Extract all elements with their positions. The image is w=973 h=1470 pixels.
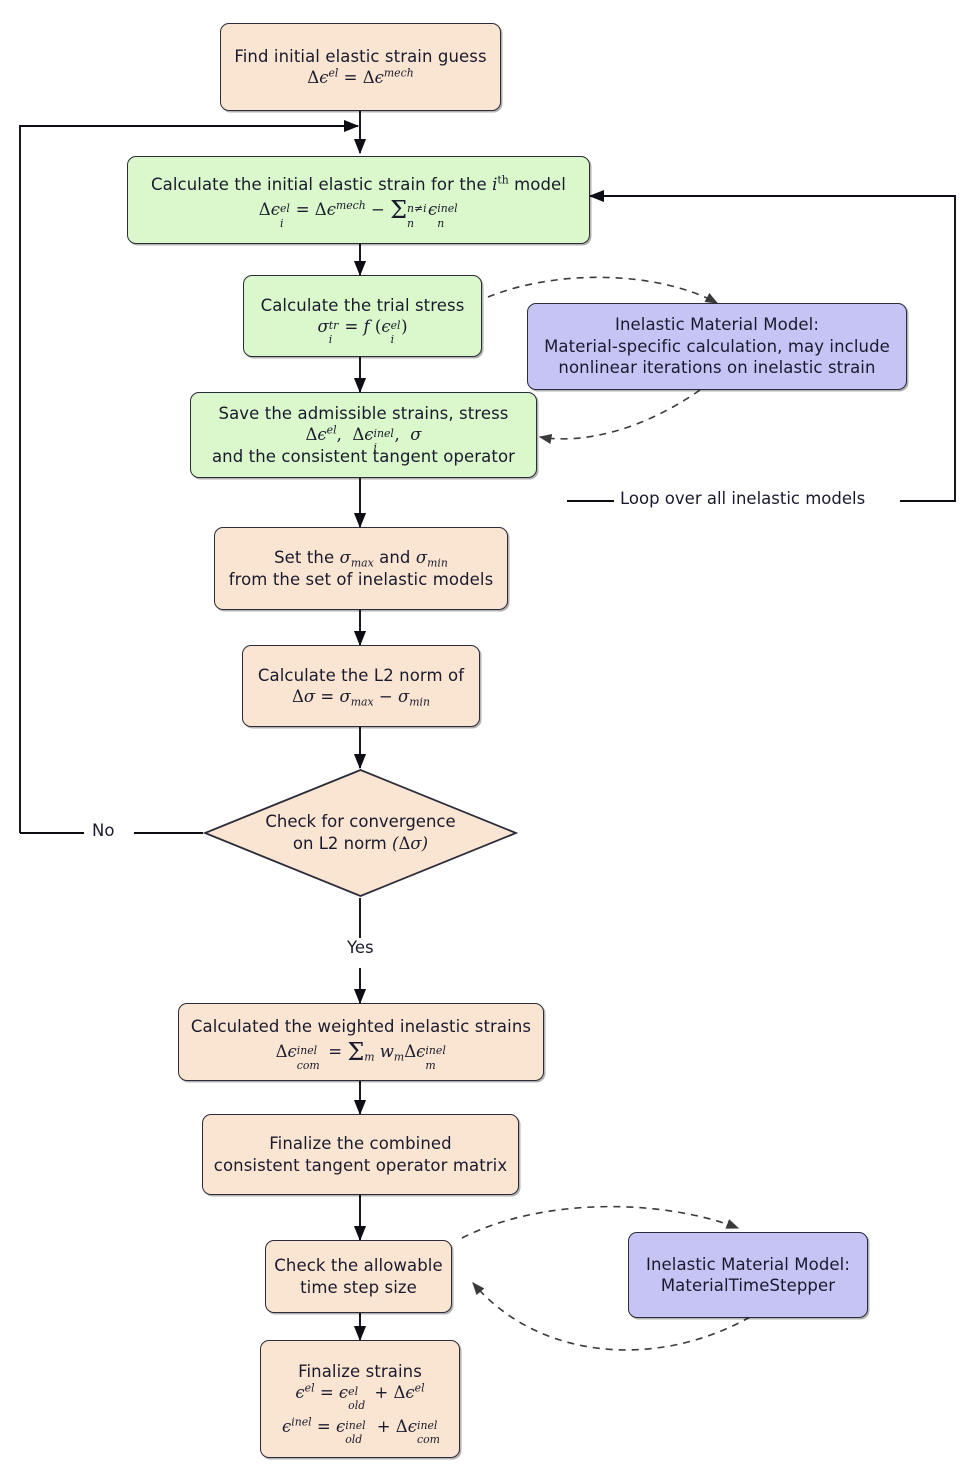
- convergence-check-line1: Check for convergence: [265, 812, 456, 832]
- node-l2-norm[interactable]: Calculate the L2 norm of Δσ = σmax − σmi…: [242, 645, 480, 727]
- weighted-strains-title: Calculated the weighted inelastic strain…: [190, 1016, 532, 1036]
- node-finalize-tangent[interactable]: Finalize the combined consistent tangent…: [202, 1114, 519, 1195]
- node-initial-guess-equation: Δϵel = Δϵmech: [307, 66, 414, 87]
- time-step-line1: Check the allowable: [274, 1256, 443, 1276]
- set-sigma-line1: Set the σmax and σmin: [274, 548, 448, 570]
- inelastic-model-line1: Inelastic Material Model:: [614, 315, 819, 335]
- node-initial-elastic-strain-title: Calculate the initial elastic strain for…: [151, 173, 566, 194]
- diamond-shape: [203, 769, 518, 897]
- set-sigma-line2: from the set of inelastic models: [228, 569, 494, 589]
- finalize-tangent-line1: Finalize the combined: [269, 1134, 452, 1154]
- node-initial-guess-title: Find initial elastic strain guess: [234, 46, 487, 66]
- node-inelastic-material-model[interactable]: Inelastic Material Model: Material-speci…: [527, 303, 907, 390]
- edge-trial-to-model: [487, 276, 719, 304]
- material-time-stepper-line2: MaterialTimeStepper: [660, 1276, 836, 1295]
- node-set-sigma[interactable]: Set the σmax and σmin from the set of in…: [214, 527, 508, 610]
- save-admissible-line1: Save the admissible strains, stress: [218, 403, 509, 423]
- node-initial-elastic-strain[interactable]: Calculate the initial elastic strain for…: [127, 156, 590, 244]
- inelastic-model-line3: nonlinear iterations on inelastic strain: [558, 358, 876, 378]
- edge-label-yes: Yes: [341, 938, 380, 957]
- node-save-admissible[interactable]: Save the admissible strains, stress Δϵel…: [190, 392, 537, 478]
- edge-label-no: No: [86, 821, 121, 840]
- edge-model-to-save: [538, 389, 701, 445]
- time-step-line2: time step size: [300, 1277, 417, 1297]
- finalize-strains-title: Finalize strains: [298, 1361, 422, 1381]
- node-weighted-strains[interactable]: Calculated the weighted inelastic strain…: [178, 1003, 544, 1081]
- material-time-stepper-line1: Inelastic Material Model:: [645, 1254, 850, 1274]
- save-admissible-line3: and the consistent tangent operator: [211, 446, 516, 466]
- node-initial-guess[interactable]: Find initial elastic strain guess Δϵel =…: [220, 23, 501, 111]
- node-material-time-stepper[interactable]: Inelastic Material Model: MaterialTimeSt…: [628, 1232, 868, 1318]
- convergence-check-line2: on L2 norm (Δσ): [292, 834, 429, 853]
- l2-norm-equation: Δσ = σmax − σmin: [291, 687, 431, 709]
- node-convergence-check[interactable]: Check for convergence on L2 norm (Δσ): [203, 768, 518, 898]
- l2-norm-title: Calculate the L2 norm of: [257, 665, 465, 685]
- node-trial-stress-title: Calculate the trial stress: [260, 295, 465, 315]
- node-time-step-check[interactable]: Check the allowable time step size: [265, 1240, 452, 1313]
- edge-label-loop-models: Loop over all inelastic models: [614, 489, 872, 508]
- inelastic-model-line2: Material-specific calculation, may inclu…: [544, 336, 890, 356]
- finalize-tangent-line2: consistent tangent operator matrix: [213, 1155, 508, 1175]
- convergence-check-text: Check for convergence on L2 norm (Δσ): [265, 811, 455, 855]
